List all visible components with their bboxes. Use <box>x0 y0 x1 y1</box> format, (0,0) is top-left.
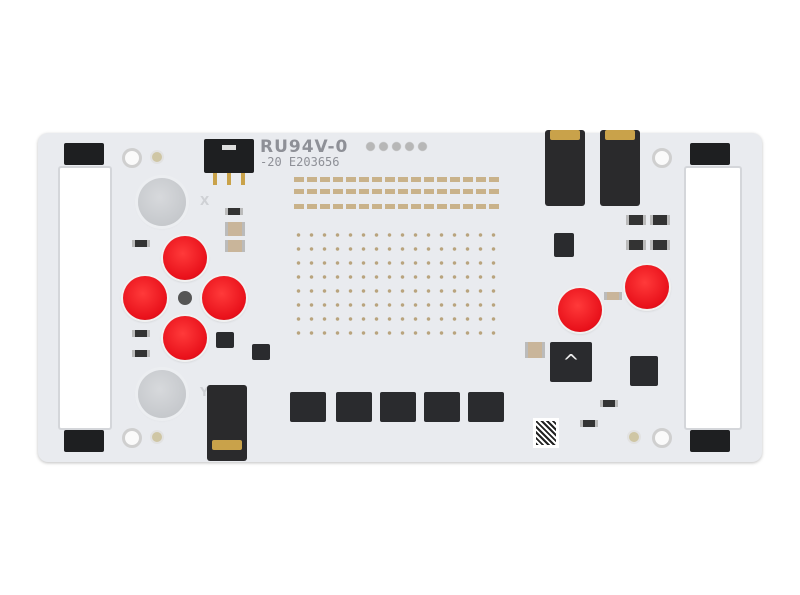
dpad-left-button[interactable] <box>123 276 167 320</box>
battery-terminal-top-left <box>64 143 104 165</box>
jack-contact <box>550 130 580 140</box>
jack-contact <box>212 440 242 450</box>
rating-value: -20 <box>260 155 282 169</box>
shift-register-chip <box>336 392 372 422</box>
solder-pad <box>150 430 164 444</box>
shift-register-chip <box>424 392 460 422</box>
transistor <box>216 332 234 348</box>
mounting-hole <box>122 428 142 448</box>
amplifier-chip <box>630 356 658 386</box>
audio-jack-right[interactable] <box>600 130 640 206</box>
battery-terminal-bottom-right <box>690 430 730 452</box>
button-x[interactable] <box>138 178 186 226</box>
action-button-b[interactable] <box>558 288 602 332</box>
qr-code-label <box>533 418 559 448</box>
microcontroller-chip: ^ <box>550 342 592 382</box>
resistor <box>650 215 670 225</box>
ul-logo-text: RU94V-0 <box>260 137 349 157</box>
switch-slider[interactable] <box>222 145 236 150</box>
dpad-down-button[interactable] <box>163 316 207 360</box>
audio-jack-left[interactable] <box>545 130 585 206</box>
capacitor <box>225 222 245 236</box>
left-battery-cutout <box>58 166 112 430</box>
file-number: E203656 <box>288 155 340 169</box>
solder-pad <box>150 150 164 164</box>
button-y[interactable] <box>138 370 186 418</box>
capacitor <box>225 240 245 252</box>
regulator-chip <box>554 233 574 257</box>
label-x: X <box>200 194 210 208</box>
led-row <box>294 189 500 194</box>
dpad-right-button[interactable] <box>202 276 246 320</box>
resistor <box>626 240 646 250</box>
dpad-up-button[interactable] <box>163 236 207 280</box>
shift-register-chip <box>468 392 504 422</box>
resistor <box>225 208 243 215</box>
battery-terminal-bottom-left <box>64 430 104 452</box>
rating-text: -20 E203656 <box>260 155 340 169</box>
mounting-hole <box>652 148 672 168</box>
mounting-hole <box>122 148 142 168</box>
shift-register-chip <box>290 392 326 422</box>
solder-pad <box>627 430 641 444</box>
resistor <box>132 330 150 337</box>
switch-pin <box>227 173 231 185</box>
transistor <box>252 344 270 360</box>
capacitor <box>525 342 545 358</box>
jack-contact <box>605 130 635 140</box>
resistor <box>600 400 618 407</box>
shift-register-chip <box>380 392 416 422</box>
action-button-a[interactable] <box>625 265 669 309</box>
label-y: Y <box>200 385 209 399</box>
capacitor <box>604 292 622 300</box>
programming-pads <box>364 141 430 152</box>
led-row <box>294 204 500 209</box>
dpad-center <box>178 291 192 305</box>
resistor <box>626 215 646 225</box>
resistor <box>132 350 150 357</box>
resistor <box>132 240 150 247</box>
led-matrix <box>292 228 502 338</box>
right-battery-cutout <box>684 166 742 430</box>
switch-pin <box>213 173 217 185</box>
resistor <box>580 420 598 427</box>
led-row <box>294 177 500 182</box>
power-switch[interactable] <box>204 139 254 173</box>
resistor <box>650 240 670 250</box>
battery-terminal-top-right <box>690 143 730 165</box>
switch-pin <box>241 173 245 185</box>
mounting-hole <box>652 428 672 448</box>
